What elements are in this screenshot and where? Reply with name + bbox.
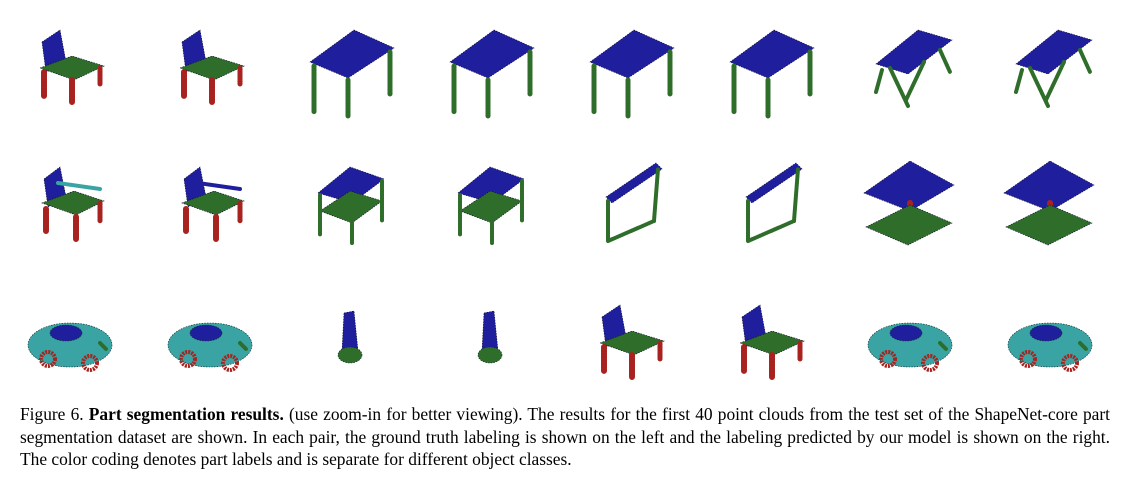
prediction-chair: [739, 304, 805, 380]
table-leg: [1014, 68, 1024, 94]
ground-truth-chair: [599, 304, 665, 380]
caption-text: (use zoom-in for better viewing). The re…: [20, 404, 1111, 470]
car-wheel: [879, 350, 897, 368]
prediction-cap: [477, 310, 503, 364]
cap-visor: [477, 346, 503, 364]
table-top: [863, 160, 955, 212]
car-light: [1078, 341, 1088, 351]
table-top: [457, 166, 525, 204]
point-cloud-grid: [27, 29, 1095, 380]
car-wheel: [179, 350, 197, 368]
prediction-lamp-table: [1003, 160, 1095, 246]
table-top: [875, 29, 953, 75]
car-light: [98, 341, 108, 351]
bench-rail: [746, 219, 796, 243]
car-light: [238, 341, 248, 351]
bench-top: [745, 162, 803, 204]
car-wheel: [1061, 354, 1079, 372]
prediction-chair: [179, 29, 245, 105]
chair-arm: [56, 181, 102, 191]
ground-truth-table: [309, 29, 395, 119]
chair-seat: [179, 55, 245, 81]
prediction-folding-table: [1014, 29, 1093, 108]
table-leg: [904, 60, 926, 102]
ground-truth-car: [867, 322, 953, 372]
caption-title: Part segmentation results.: [88, 404, 284, 424]
prediction-box-table: [457, 166, 525, 245]
table-top: [589, 29, 675, 79]
chair-seat: [181, 190, 245, 216]
bench-leg: [792, 167, 800, 223]
cap-visor: [337, 346, 363, 364]
car-wheel: [81, 354, 99, 372]
car-roof: [49, 324, 83, 342]
table-leg: [1078, 48, 1092, 74]
ground-truth-cap: [337, 310, 363, 364]
table-top: [1003, 160, 1095, 212]
ground-truth-car: [27, 322, 113, 372]
chair-seat: [39, 55, 105, 81]
chair-seat: [739, 330, 805, 356]
ground-truth-folding-table: [874, 29, 953, 108]
ground-truth-armchair: [41, 166, 105, 242]
prediction-car: [1007, 322, 1093, 372]
prediction-table: [449, 29, 535, 119]
segmentation-figure: [27, 29, 1095, 380]
ground-truth-table: [589, 29, 675, 119]
car-roof: [1029, 324, 1063, 342]
table-base: [1005, 204, 1093, 246]
cap-crown: [341, 310, 359, 352]
table-leg: [1044, 60, 1066, 102]
prediction-table: [729, 29, 815, 119]
car-wheel: [1019, 350, 1037, 368]
bench-top: [605, 162, 663, 204]
chair-seat: [41, 190, 105, 216]
car-wheel: [39, 350, 57, 368]
prediction-car: [167, 322, 253, 372]
prediction-bench: [745, 162, 803, 243]
table-top: [309, 29, 395, 79]
car-wheel: [921, 354, 939, 372]
car-wheel: [221, 354, 239, 372]
table-base: [865, 204, 953, 246]
ground-truth-box-table: [317, 166, 385, 245]
table-top: [317, 166, 385, 204]
car-roof: [189, 324, 223, 342]
bench-leg: [652, 167, 660, 223]
prediction-armchair: [181, 166, 245, 242]
chair-seat: [599, 330, 665, 356]
table-leg: [938, 48, 952, 74]
ground-truth-lamp-table: [863, 160, 955, 246]
cap-crown: [481, 310, 499, 352]
car-light: [938, 341, 948, 351]
table-top: [729, 29, 815, 79]
table-top: [1015, 29, 1093, 75]
bench-rail: [606, 219, 656, 243]
ground-truth-chair: [39, 29, 105, 105]
chair-arm: [196, 181, 242, 191]
car-roof: [889, 324, 923, 342]
caption-label: Figure 6.: [20, 404, 84, 424]
ground-truth-bench: [605, 162, 663, 243]
table-leg: [874, 68, 884, 94]
figure-caption: Figure 6. Part segmentation results. (us…: [20, 403, 1110, 471]
table-top: [449, 29, 535, 79]
